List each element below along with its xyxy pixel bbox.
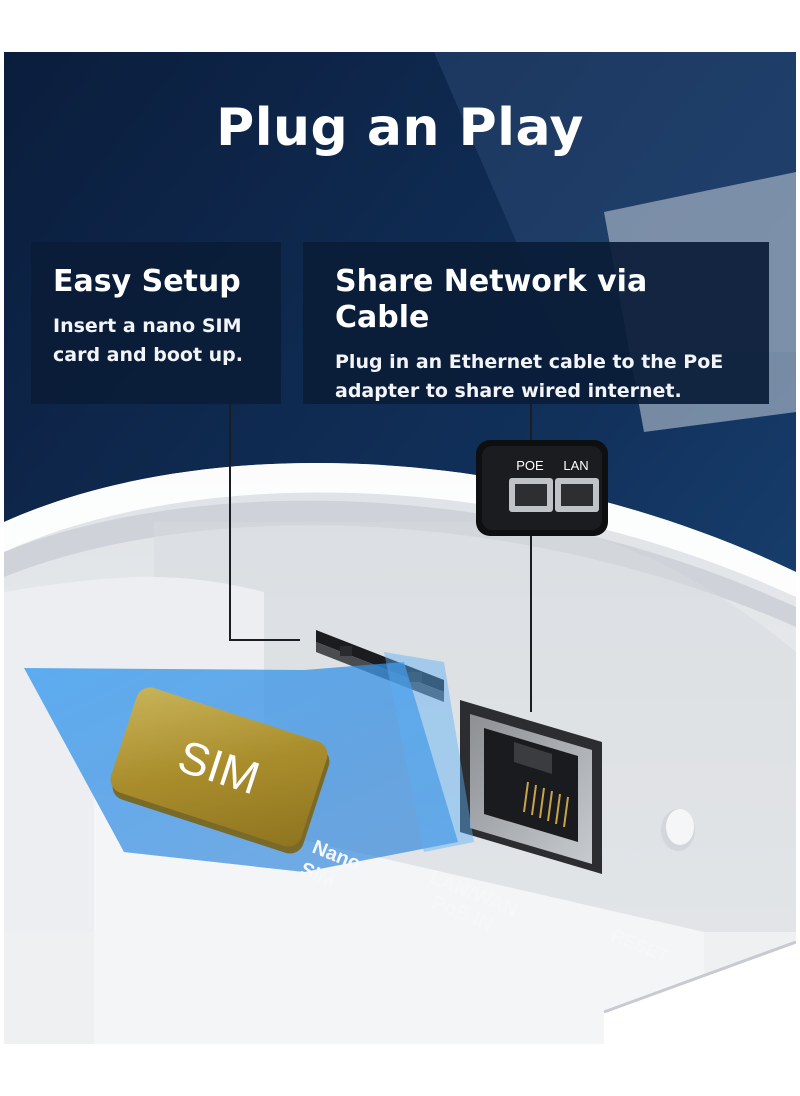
headline: Plug an Play xyxy=(216,98,584,158)
insert-highlight-edge xyxy=(384,652,474,852)
easy-setup-line1: Insert a nano SIM xyxy=(53,315,242,337)
poe-adapter: POE LAN xyxy=(476,440,608,536)
callout-lines xyxy=(229,404,532,712)
reset-button xyxy=(661,809,695,851)
router-scene: SIM Nano SIM LAN/WAN PoE IN RESET POE LA… xyxy=(4,52,796,1044)
easy-setup-line2: card and boot up. xyxy=(53,344,243,366)
lan-port-label: LAN xyxy=(563,458,588,473)
lan-wan-port xyxy=(460,700,602,874)
share-network-card: Share Network via Cable Plug in an Ether… xyxy=(303,242,769,404)
poe-port-label: POE xyxy=(516,458,544,473)
sim-card: SIM xyxy=(110,687,330,854)
share-network-line1: Plug in an Ethernet cable to the PoE xyxy=(335,351,724,373)
easy-setup-line xyxy=(229,404,300,641)
share-network-title: Share Network via Cable xyxy=(335,264,648,335)
easy-setup-card: Easy Setup Insert a nano SIM card and bo… xyxy=(31,242,281,404)
easy-setup-title: Easy Setup xyxy=(53,264,241,299)
product-image: SIM Nano SIM LAN/WAN PoE IN RESET POE LA… xyxy=(4,52,796,1044)
share-network-line2: adapter to share wired internet. xyxy=(335,380,682,402)
